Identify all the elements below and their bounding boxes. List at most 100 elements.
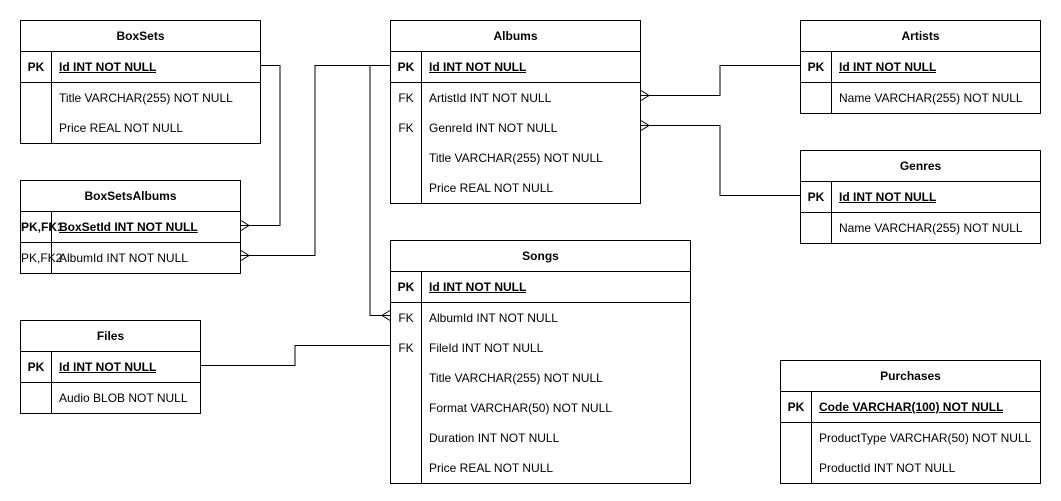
table-row[interactable]: FK ArtistId INT NOT NULL xyxy=(391,83,640,113)
table-row[interactable]: PK Id INT NOT NULL xyxy=(21,352,200,383)
table-row[interactable]: PK Id INT NOT NULL xyxy=(801,182,1040,213)
table-row[interactable]: Format VARCHAR(50) NOT NULL xyxy=(391,393,690,423)
key-cell xyxy=(391,423,422,453)
table-row[interactable]: Name VARCHAR(255) NOT NULL xyxy=(801,213,1040,243)
column-cell: ArtistId INT NOT NULL xyxy=(429,91,552,105)
key-cell xyxy=(391,393,422,423)
table-row[interactable]: Title VARCHAR(255) NOT NULL xyxy=(391,363,690,393)
table-row[interactable]: PK Id INT NOT NULL xyxy=(21,52,260,83)
key-cell: PK xyxy=(21,52,52,82)
link-albums-songs xyxy=(369,65,390,316)
table-row[interactable]: Title VARCHAR(255) NOT NULL xyxy=(391,143,640,173)
link-boxsets-boxsetsalbums xyxy=(241,65,281,226)
table-row[interactable]: Price REAL NOT NULL xyxy=(21,113,260,143)
column-cell: BoxSetId INT NOT NULL xyxy=(59,220,198,234)
key-cell: FK xyxy=(391,113,422,143)
column-cell: Id INT NOT NULL xyxy=(429,60,527,74)
table-title: BoxSetsAlbums xyxy=(21,181,240,212)
key-cell xyxy=(21,383,52,413)
table-row[interactable]: Price REAL NOT NULL xyxy=(391,173,640,203)
link-albums-boxsetsalbums xyxy=(241,65,390,256)
table-row[interactable]: PK Id INT NOT NULL xyxy=(391,52,640,83)
table-row[interactable]: Audio BLOB NOT NULL xyxy=(21,383,200,413)
table-row[interactable]: Title VARCHAR(255) NOT NULL xyxy=(21,83,260,113)
key-cell: PK xyxy=(781,392,812,422)
column-cell: Title VARCHAR(255) NOT NULL xyxy=(59,91,233,105)
table-row[interactable]: FK AlbumId INT NOT NULL xyxy=(391,303,690,333)
key-cell: PK,FK1 xyxy=(21,212,64,242)
key-cell: FK xyxy=(391,303,422,333)
column-cell: ProductType VARCHAR(50) NOT NULL xyxy=(819,431,1032,445)
link-genres-albums xyxy=(641,125,800,196)
crowfoot-boxsetsalbums-boxsetid xyxy=(240,220,250,231)
column-cell: AlbumId INT NOT NULL xyxy=(429,311,558,325)
column-cell: Title VARCHAR(255) NOT NULL xyxy=(429,371,603,385)
crowfoot-boxsetsalbums-albumid xyxy=(240,250,250,261)
table-row[interactable]: ProductType VARCHAR(50) NOT NULL xyxy=(781,423,1040,453)
table-title: BoxSets xyxy=(21,21,260,52)
key-cell xyxy=(391,363,422,393)
crowfoot-albums-genreid xyxy=(640,120,650,131)
link-files-songs xyxy=(201,345,390,366)
table-title: Songs xyxy=(391,241,690,272)
crowfoot-albums-artistid xyxy=(640,90,650,101)
table-row[interactable]: Price REAL NOT NULL xyxy=(391,453,690,483)
key-cell: PK xyxy=(21,352,52,382)
key-cell: PK xyxy=(391,52,422,82)
key-cell xyxy=(391,173,422,203)
column-cell: Id INT NOT NULL xyxy=(839,190,937,204)
key-cell: PK xyxy=(391,272,422,302)
column-cell: ProductId INT NOT NULL xyxy=(819,461,956,475)
column-cell: Duration INT NOT NULL xyxy=(429,431,560,445)
column-cell: AlbumId INT NOT NULL xyxy=(59,251,188,265)
column-cell: Name VARCHAR(255) NOT NULL xyxy=(839,91,1023,105)
table-title: Files xyxy=(21,321,200,352)
column-cell: FileId INT NOT NULL xyxy=(429,341,544,355)
key-cell xyxy=(391,453,422,483)
column-cell: Id INT NOT NULL xyxy=(59,60,157,74)
key-cell xyxy=(801,213,832,243)
key-cell: PK,FK2 xyxy=(21,243,62,273)
table-row[interactable]: FK FileId INT NOT NULL xyxy=(391,333,690,363)
table-row[interactable]: ProductId INT NOT NULL xyxy=(781,453,1040,483)
column-cell: Code VARCHAR(100) NOT NULL xyxy=(819,400,1004,414)
key-cell: PK xyxy=(801,182,832,212)
column-cell: Format VARCHAR(50) NOT NULL xyxy=(429,401,612,415)
column-cell: Title VARCHAR(255) NOT NULL xyxy=(429,151,603,165)
table-title: Genres xyxy=(801,151,1040,182)
key-cell xyxy=(21,113,52,143)
table-row[interactable]: Name VARCHAR(255) NOT NULL xyxy=(801,83,1040,113)
key-cell: FK xyxy=(391,333,422,363)
table-row[interactable]: PK Code VARCHAR(100) NOT NULL xyxy=(781,392,1040,423)
link-artists-albums xyxy=(641,65,800,96)
column-cell: GenreId INT NOT NULL xyxy=(429,121,558,135)
table-title: Albums xyxy=(391,21,640,52)
key-cell xyxy=(391,143,422,173)
column-cell: Id INT NOT NULL xyxy=(59,360,157,374)
column-cell: Price REAL NOT NULL xyxy=(429,181,554,195)
key-cell: PK xyxy=(801,52,832,82)
table-title: Purchases xyxy=(781,361,1040,392)
column-cell: Price REAL NOT NULL xyxy=(59,121,184,135)
column-cell: Audio BLOB NOT NULL xyxy=(59,391,188,405)
table-row[interactable]: Duration INT NOT NULL xyxy=(391,423,690,453)
key-cell xyxy=(781,453,812,483)
key-cell: FK xyxy=(391,83,422,113)
key-cell xyxy=(21,83,52,113)
table-title: Artists xyxy=(801,21,1040,52)
table-row[interactable]: FK GenreId INT NOT NULL xyxy=(391,113,640,143)
key-cell xyxy=(781,423,812,453)
